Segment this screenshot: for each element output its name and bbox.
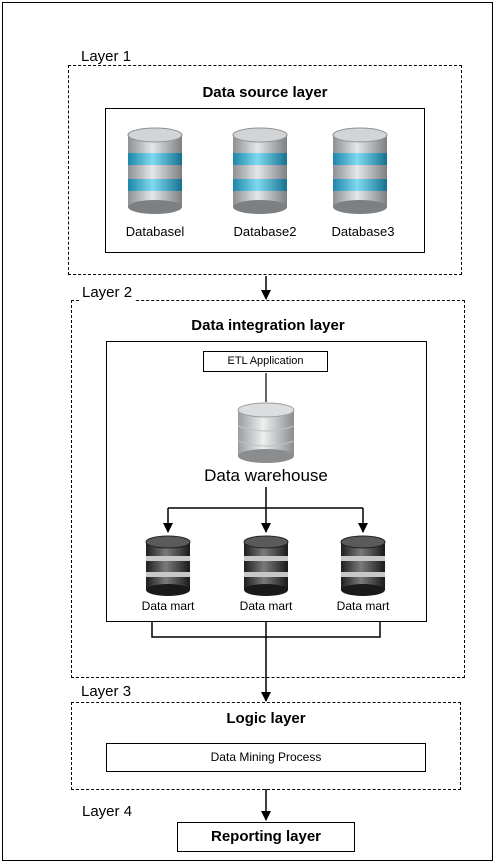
data-integration-layer-title: Data integration layer	[191, 317, 345, 334]
layer-3-box	[71, 702, 461, 790]
data-mining-process-box: Data Mining Process	[106, 743, 426, 772]
data-mart-3-icon	[338, 534, 388, 603]
database-2-icon	[230, 125, 290, 225]
layer-1-label: Layer 1	[79, 48, 134, 65]
layer-3-label: Layer 3	[79, 683, 134, 700]
database-1-icon	[125, 125, 185, 225]
database-1-label: Databasel	[125, 224, 185, 239]
data-warehouse-icon	[234, 400, 298, 471]
logic-layer-title: Logic layer	[226, 710, 306, 727]
etl-application-box: ETL Application	[203, 351, 328, 372]
data-mart-1-icon	[143, 534, 193, 603]
data-integration-panel	[106, 341, 427, 622]
data-mart-2-icon	[241, 534, 291, 603]
data-mart-1-label: Data mart	[141, 599, 195, 613]
data-source-layer-title: Data source layer	[202, 84, 328, 101]
data-mart-2-label: Data mart	[239, 599, 293, 613]
database-2-label: Database2	[233, 224, 297, 239]
database-3-label: Database3	[331, 224, 395, 239]
data-warehouse-label: Data warehouse	[204, 466, 328, 485]
reporting-layer-box: Reporting layer	[177, 822, 355, 852]
layer-2-label: Layer 2	[80, 284, 135, 301]
database-3-icon	[330, 125, 390, 225]
data-mart-3-label: Data mart	[336, 599, 390, 613]
layer-4-label: Layer 4	[80, 803, 135, 820]
layer-1-box	[68, 65, 462, 275]
layer-2-box	[71, 300, 465, 678]
